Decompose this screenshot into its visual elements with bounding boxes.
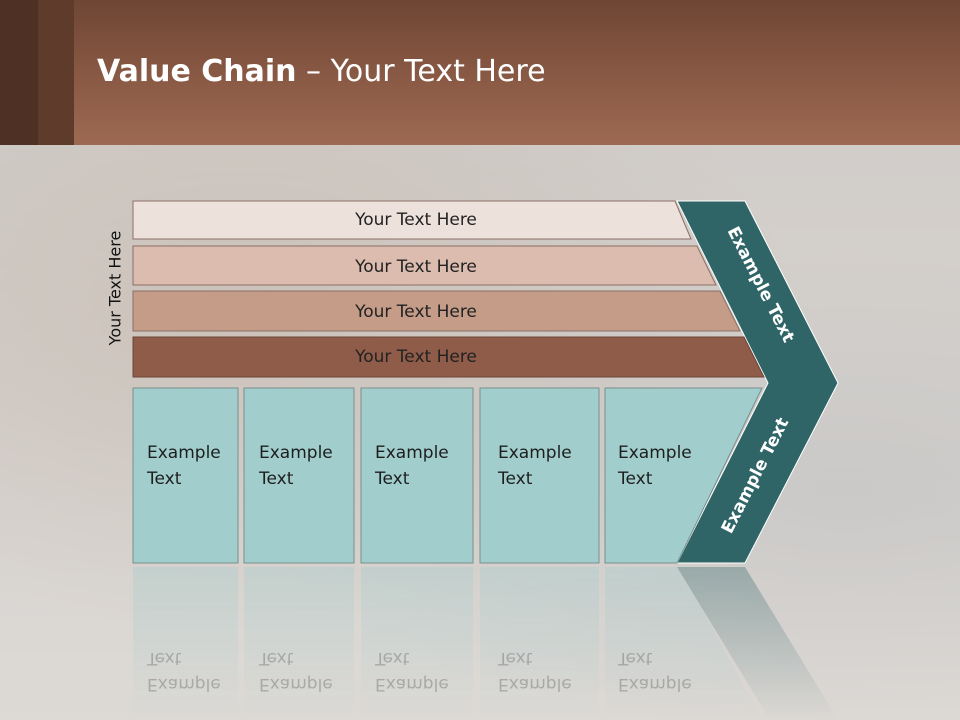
svg-text:Example: Example [259,674,333,694]
bar-2-label: Your Text Here [354,257,477,277]
svg-text:Example: Example [498,674,572,694]
cell-1-label: Example Text [147,440,221,492]
reflection-text: Text Example Text Example Text Example T… [146,648,692,694]
svg-text:Example: Example [147,674,221,694]
reflection [133,567,838,720]
bar-4 [132,336,765,378]
title-bold: Value Chain [97,54,297,89]
svg-text:Example: Example [618,674,692,694]
svg-text:Text: Text [617,648,653,668]
cell-2-label: Example Text [259,440,333,492]
header-stripe [38,0,74,145]
cell-1-line1: Example [147,443,221,463]
svg-text:Text: Text [497,648,533,668]
cell-4 [479,387,600,564]
cell-2 [243,387,355,564]
cell-4-line1: Example [498,443,572,463]
bar-3-label: Your Text Here [354,302,477,322]
svg-text:Text: Text [374,648,410,668]
cell-3-line1: Example [375,443,449,463]
bar-3 [132,290,741,332]
cell-5 [604,387,763,564]
bar-4-label: Your Text Here [354,347,477,367]
cell-1 [132,387,239,564]
svg-text:Text: Text [258,648,294,668]
cell-4-line2: Text [498,469,533,489]
chevron-arrow [676,200,839,564]
cell-5-label: Example Text [618,440,692,492]
svg-text:Example: Example [375,674,449,694]
cell-4-label: Example Text [498,440,572,492]
bar-2 [132,245,717,286]
header-band: Value Chain – Your Text Here [0,0,960,145]
cell-2-line2: Text [259,469,294,489]
cell-3-label: Example Text [375,440,449,492]
cell-2-line1: Example [259,443,333,463]
title-rest: – Your Text Here [296,54,546,89]
cell-5-line2: Text [618,469,653,489]
cell-1-line2: Text [147,469,182,489]
header-stripe [0,0,38,145]
bar-1 [132,200,692,240]
cell-5-line1: Example [618,443,692,463]
cell-3-line2: Text [375,469,410,489]
svg-text:Text: Text [146,648,182,668]
cell-3 [360,387,474,564]
bar-1-label: Your Text Here [354,210,477,230]
slide-title: Value Chain – Your Text Here [97,54,546,89]
